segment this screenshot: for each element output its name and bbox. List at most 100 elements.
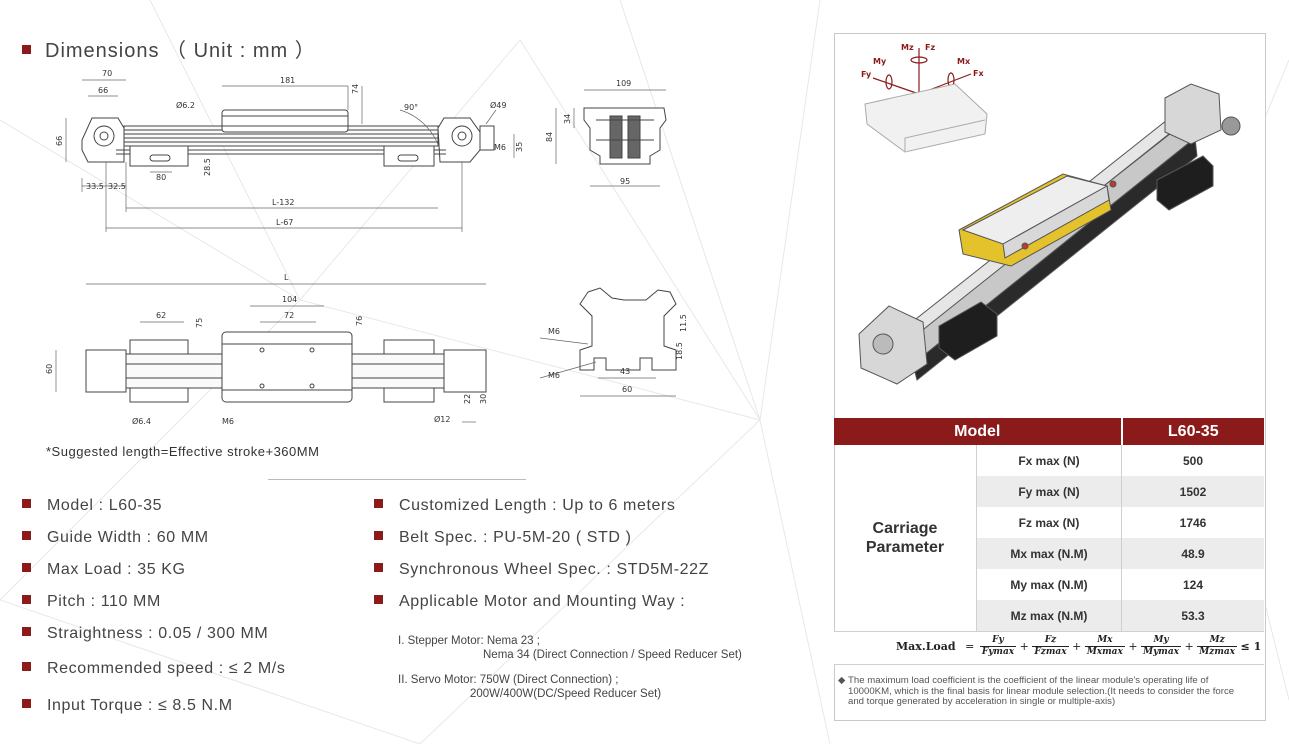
svg-text:Fx: Fx [973,69,984,78]
svg-text:66: 66 [55,136,64,146]
svg-text:L-67: L-67 [276,218,293,227]
svg-text:Ø6.4: Ø6.4 [132,416,151,426]
table-row-value: 53.3 [1121,600,1264,631]
stepper-motor-line1: I. Stepper Motor: Nema 23 ; [398,635,540,647]
top-view-labels: 70 66 181 74 Ø6.2 90° Ø49 66 80 28.5 M6 … [55,69,524,227]
svg-text:Fz: Fz [925,43,935,52]
bullet-icon [22,627,31,637]
svg-text:181: 181 [280,76,295,85]
svg-text:Ø12: Ø12 [434,414,450,424]
end-view-drawing [583,107,667,165]
table-row-label: Fz max (N) [976,507,1122,538]
svg-text:11.5: 11.5 [679,314,688,332]
svg-text:33.5: 33.5 [86,182,104,191]
axes-diagram: Mz Fz My Fy Mx Fx [861,43,984,79]
svg-text:60: 60 [45,364,54,374]
servo-motor-line1: II. Servo Motor: 750W (Direct Connection… [398,674,619,686]
bullet-icon [374,531,383,541]
table-row-label: Fy max (N) [976,476,1122,507]
spec-guide-width: Guide Width : 60 MM [22,529,209,547]
formula-plus: + [1072,640,1082,653]
svg-text:18.5: 18.5 [675,342,684,360]
bullet-icon [22,499,31,509]
svg-text:109: 109 [616,79,631,88]
table-row-value: 48.9 [1121,538,1264,569]
diamond-bullet-icon: ◆ [838,675,846,686]
top-view-dims [65,79,515,232]
svg-text:43: 43 [620,367,630,376]
svg-text:L: L [284,273,289,282]
formula-label: Max.Load [896,640,956,653]
top-view-drawing [81,109,495,167]
table-header-value: L60-35 [1121,418,1264,445]
svg-text:76: 76 [355,316,364,326]
bullet-icon [374,563,383,573]
bullet-icon [374,499,383,509]
svg-text:74: 74 [351,84,360,94]
svg-text:84: 84 [545,132,554,142]
svg-text:L-132: L-132 [272,198,294,207]
svg-text:90°: 90° [404,103,418,112]
suggested-length-note: *Suggested length=Effective stroke+360MM [46,444,320,459]
table-row-value: 500 [1121,445,1264,476]
svg-text:M6: M6 [548,327,560,336]
svg-text:66: 66 [98,86,108,95]
spec-pitch: Pitch : 110 MM [22,593,161,611]
svg-text:My: My [873,57,887,66]
svg-text:Mz: Mz [901,43,914,52]
bullet-icon [22,45,31,55]
svg-text:35: 35 [515,142,524,152]
svg-text:32.5: 32.5 [108,182,126,191]
svg-text:72: 72 [284,311,294,320]
servo-motor-line2: 200W/400W(DC/Speed Reducer Set) [470,688,662,700]
svg-text:M6: M6 [494,143,506,152]
table-row-label: Mz max (N.M) [976,600,1122,631]
dimensions-title: Dimensions （ Unit : mm ） [22,34,316,63]
spec-motor-heading: Applicable Motor and Mounting Way : [374,593,685,611]
svg-text:M6: M6 [548,371,560,380]
bullet-icon [374,595,383,605]
spec-input-torque: Input Torque : ≤ 8.5 N.M [22,697,233,715]
svg-text:95: 95 [620,177,630,186]
svg-text:Ø49: Ø49 [490,100,506,110]
bullet-icon [22,563,31,573]
product-render: Mz Fz My Fy Mx Fx [858,43,1241,385]
svg-text:30: 30 [479,394,488,404]
footnote: ◆ The maximum load coefficient is the co… [838,675,1235,707]
svg-text:70: 70 [102,69,112,78]
svg-text:Mx: Mx [957,57,971,66]
svg-text:28.5: 28.5 [203,158,212,176]
bullet-icon [22,662,31,672]
spec-belt: Belt Spec. : PU-5M-20 ( STD ) [374,529,632,547]
svg-text:M6: M6 [222,417,234,426]
svg-text:104: 104 [282,295,297,304]
table-row-label: My max (N.M) [976,569,1122,600]
svg-text:80: 80 [156,173,166,182]
separator-line [268,479,526,480]
side-view-drawing [85,331,487,403]
formula-plus: + [1184,640,1194,653]
formula-plus: + [1128,640,1138,653]
stepper-motor-line2: Nema 34 (Direct Connection / Speed Reduc… [483,649,742,661]
technical-drawings: 70 66 181 74 Ø6.2 90° Ø49 66 80 28.5 M6 … [45,69,688,426]
bullet-icon [22,595,31,605]
spec-speed: Recommended speed : ≤ 2 M/s [22,660,285,678]
table-row-label: Mx max (N.M) [976,538,1122,569]
svg-text:60: 60 [622,385,632,394]
svg-text:34: 34 [563,114,572,124]
spec-straightness: Straightness : 0.05 / 300 MM [22,625,268,643]
table-row-value: 1502 [1121,476,1264,507]
formula-plus: + [1019,640,1029,653]
bullet-icon [22,531,31,541]
svg-text:Ø6.2: Ø6.2 [176,100,195,110]
svg-text:75: 75 [195,318,204,328]
table-row-label: Fx max (N) [976,445,1122,476]
profile-drawing [579,287,677,371]
